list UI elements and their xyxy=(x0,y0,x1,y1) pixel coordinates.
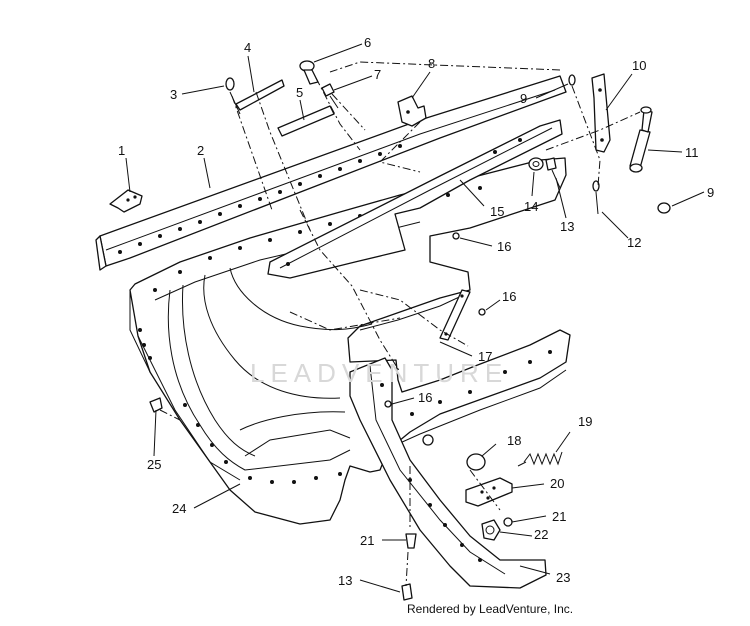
callout-20: 20 xyxy=(550,476,564,491)
latch-8 xyxy=(397,95,427,127)
clip-13-bottom xyxy=(401,583,413,601)
hood-body-24 xyxy=(129,157,571,525)
clamp-22 xyxy=(481,519,501,541)
bracket-1 xyxy=(109,189,143,213)
pin-12 xyxy=(592,180,600,215)
callout-13-top: 13 xyxy=(560,219,574,234)
strip-5 xyxy=(277,105,335,137)
brace-15 xyxy=(267,119,563,279)
callout-6: 6 xyxy=(364,35,371,50)
callout-16-a: 16 xyxy=(497,239,511,254)
cap-18 xyxy=(422,434,486,471)
callout-labels: 1 2 3 4 5 6 7 8 9 9 10 11 12 13 13 14 15… xyxy=(118,35,714,588)
callout-16-b: 16 xyxy=(502,289,516,304)
support-bracket-10 xyxy=(591,73,611,153)
assembly-lines xyxy=(159,61,641,587)
front-bumper-23 xyxy=(349,357,547,589)
fastener-21-left xyxy=(405,533,417,549)
callout-8: 8 xyxy=(428,56,435,71)
callout-25: 25 xyxy=(147,457,161,472)
callout-19: 19 xyxy=(578,414,592,429)
callout-5: 5 xyxy=(296,85,303,100)
watermark-text: LEADVENTURE xyxy=(250,358,509,388)
upper-rail-2 xyxy=(95,75,567,271)
callout-24: 24 xyxy=(172,501,186,516)
callout-9-right: 9 xyxy=(707,185,714,200)
callout-21-left: 21 xyxy=(360,533,374,548)
callout-7: 7 xyxy=(374,67,381,82)
fastener-21-right xyxy=(503,517,513,527)
callout-3: 3 xyxy=(170,87,177,102)
plug-9-right xyxy=(657,202,671,214)
callout-9-top: 9 xyxy=(520,91,527,106)
fastener-7 xyxy=(321,83,339,109)
callout-15: 15 xyxy=(490,204,504,219)
callout-17: 17 xyxy=(478,349,492,364)
callout-22: 22 xyxy=(534,527,548,542)
strip-4 xyxy=(235,79,285,111)
callout-12: 12 xyxy=(627,235,641,250)
screw-16-b xyxy=(478,308,486,316)
grommet-3 xyxy=(225,77,241,115)
callout-2: 2 xyxy=(197,143,204,158)
callout-14: 14 xyxy=(524,199,538,214)
rail-holes xyxy=(118,144,402,254)
callout-16-c: 16 xyxy=(418,390,432,405)
callout-23: 23 xyxy=(556,570,570,585)
leader-lines xyxy=(125,43,705,593)
callout-4: 4 xyxy=(244,40,251,55)
spring-19 xyxy=(517,451,563,467)
pushpin-25 xyxy=(149,397,163,413)
callout-13-bottom: 13 xyxy=(338,573,352,588)
callout-21-right: 21 xyxy=(552,509,566,524)
callout-10: 10 xyxy=(632,58,646,73)
screw-16-c xyxy=(384,400,392,408)
plate-20 xyxy=(465,477,513,507)
callout-18: 18 xyxy=(507,433,521,448)
gas-strut-11 xyxy=(629,106,653,173)
screw-16-a xyxy=(452,232,460,240)
callout-11: 11 xyxy=(685,145,699,160)
bushing-14 xyxy=(528,157,544,171)
callout-1: 1 xyxy=(118,143,125,158)
render-credit: Rendered by LeadVenture, Inc. xyxy=(407,602,574,616)
plug-9-top xyxy=(568,74,576,86)
knob-6 xyxy=(299,60,319,85)
